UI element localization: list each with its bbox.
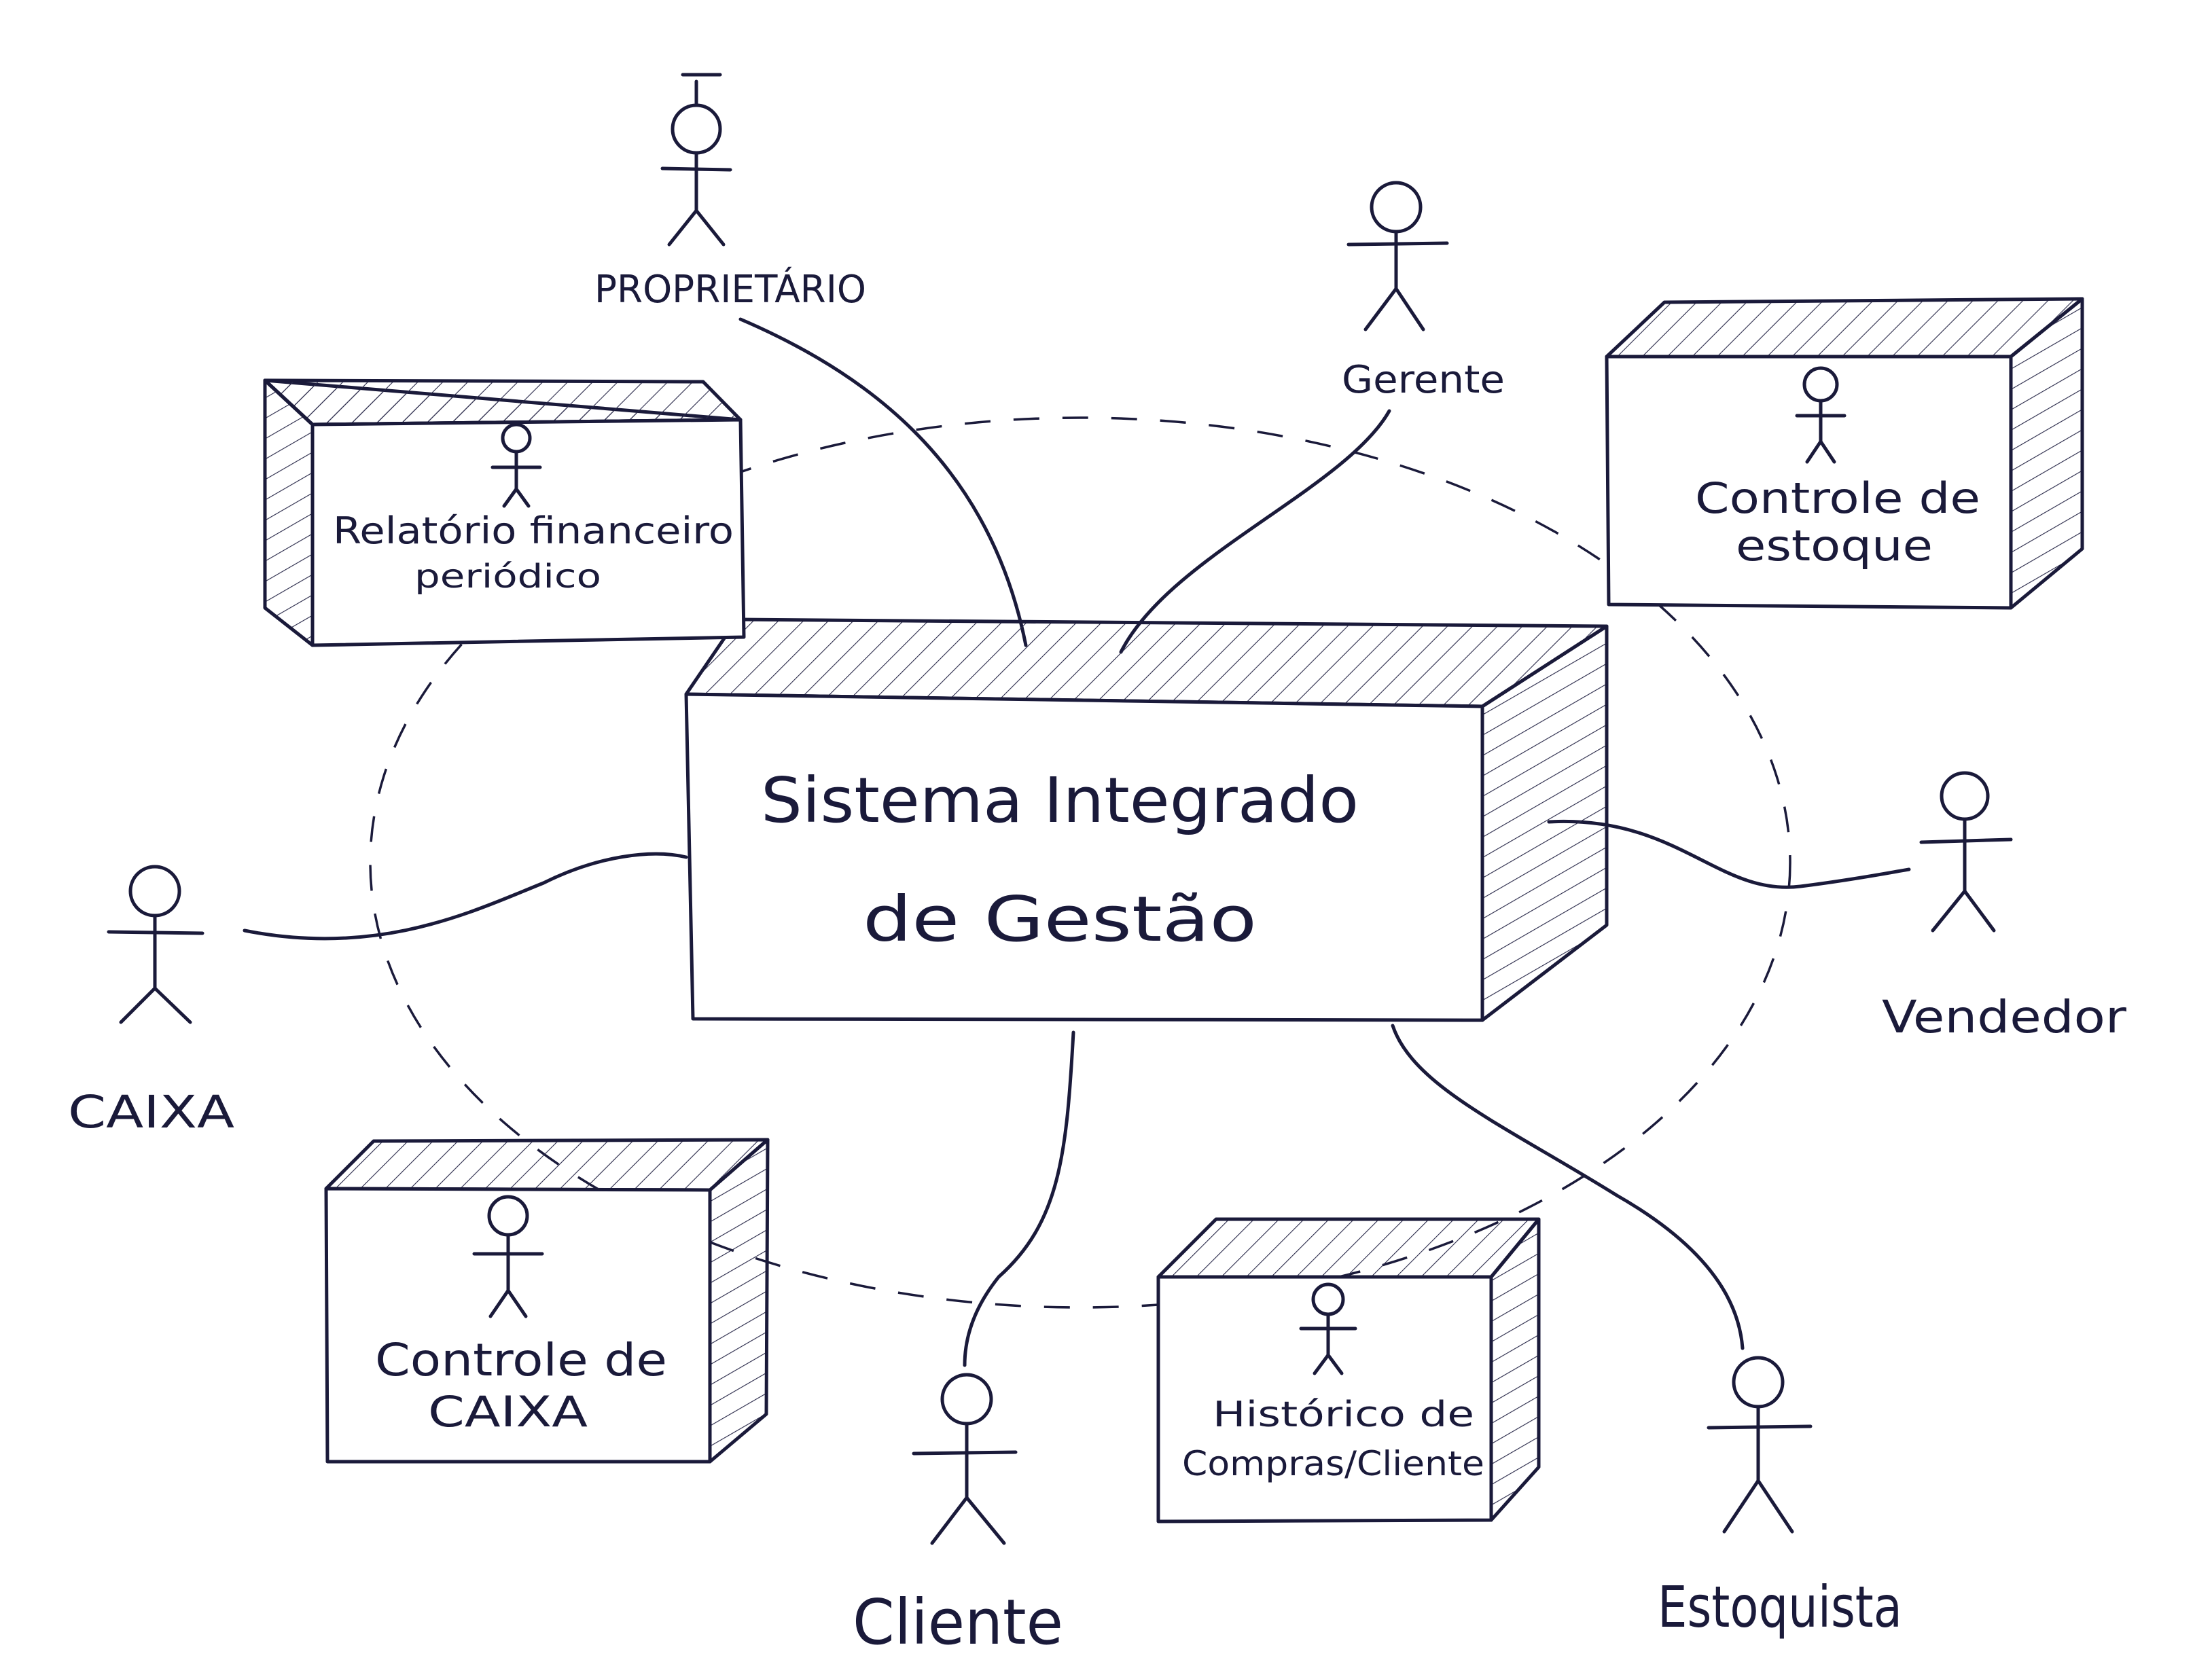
stock-control-module: Controle de estoque — [1605, 297, 2084, 610]
seller-connection-line — [1547, 819, 1911, 889]
cashier-label: CAIXA — [68, 1086, 234, 1138]
purchase-history-module: Histórico de Compras/Cliente — [1156, 1217, 1541, 1523]
owner-stick-figure-icon — [660, 73, 732, 247]
manager-label: Gerente — [1342, 358, 1505, 402]
cash-control-module: Controle de CAIXA — [324, 1138, 770, 1464]
stockist-actor: Estoquista — [1658, 1356, 1902, 1640]
financial-report-user-icon — [490, 422, 542, 508]
purchase-history-user-icon — [1299, 1282, 1357, 1375]
system-boundary-ellipse — [369, 416, 1791, 1309]
stockist-stick-figure-icon — [1707, 1356, 1813, 1534]
financial-report-label-line1: Relatório financeiro — [333, 509, 734, 552]
manager-actor: Gerente — [1342, 181, 1505, 402]
seller-actor: Vendedor — [1882, 771, 2127, 1043]
purchase-history-label-line1: Histórico de — [1213, 1394, 1474, 1435]
cashier-actor: CAIXA — [68, 865, 234, 1138]
customer-actor: Cliente — [853, 1373, 1063, 1659]
cash-control-user-icon — [472, 1195, 544, 1318]
cash-control-label-line1: Controle de — [375, 1334, 667, 1386]
owner-label: PROPRIETÁRIO — [594, 268, 866, 312]
stock-control-label-line1: Controle de — [1695, 473, 1980, 523]
stockist-connection-line — [1391, 1024, 1745, 1350]
customer-connection-line — [963, 1030, 1075, 1367]
cashier-stick-figure-icon — [107, 865, 204, 1024]
customer-label: Cliente — [853, 1586, 1063, 1659]
purchase-history-label-line2: Compras/Cliente — [1182, 1444, 1484, 1483]
owner-actor: PROPRIETÁRIO — [594, 73, 866, 312]
cashier-connection-line — [243, 852, 688, 941]
financial-report-module: Relatório financeiro periódico — [263, 378, 746, 647]
stock-control-user-icon — [1795, 366, 1847, 464]
stockist-label: Estoquista — [1658, 1574, 1902, 1640]
central-system-title-line1: Sistema Integrado — [761, 764, 1359, 837]
seller-label: Vendedor — [1882, 991, 2127, 1043]
customer-stick-figure-icon — [912, 1373, 1018, 1545]
seller-stick-figure-icon — [1919, 771, 2013, 933]
cash-control-label-line2: CAIXA — [428, 1387, 588, 1437]
central-system-title-line2: de Gestão — [863, 883, 1257, 956]
owner-connection-line — [738, 317, 1028, 647]
manager-connection-line — [1119, 409, 1391, 654]
financial-report-label-line2: periódico — [414, 558, 601, 596]
central-system-box: Sistema Integrado de Gestão — [684, 617, 1609, 1022]
stock-control-label-line2: estoque — [1736, 521, 1933, 571]
manager-stick-figure-icon — [1346, 181, 1449, 331]
connection-lines — [243, 317, 1911, 1367]
